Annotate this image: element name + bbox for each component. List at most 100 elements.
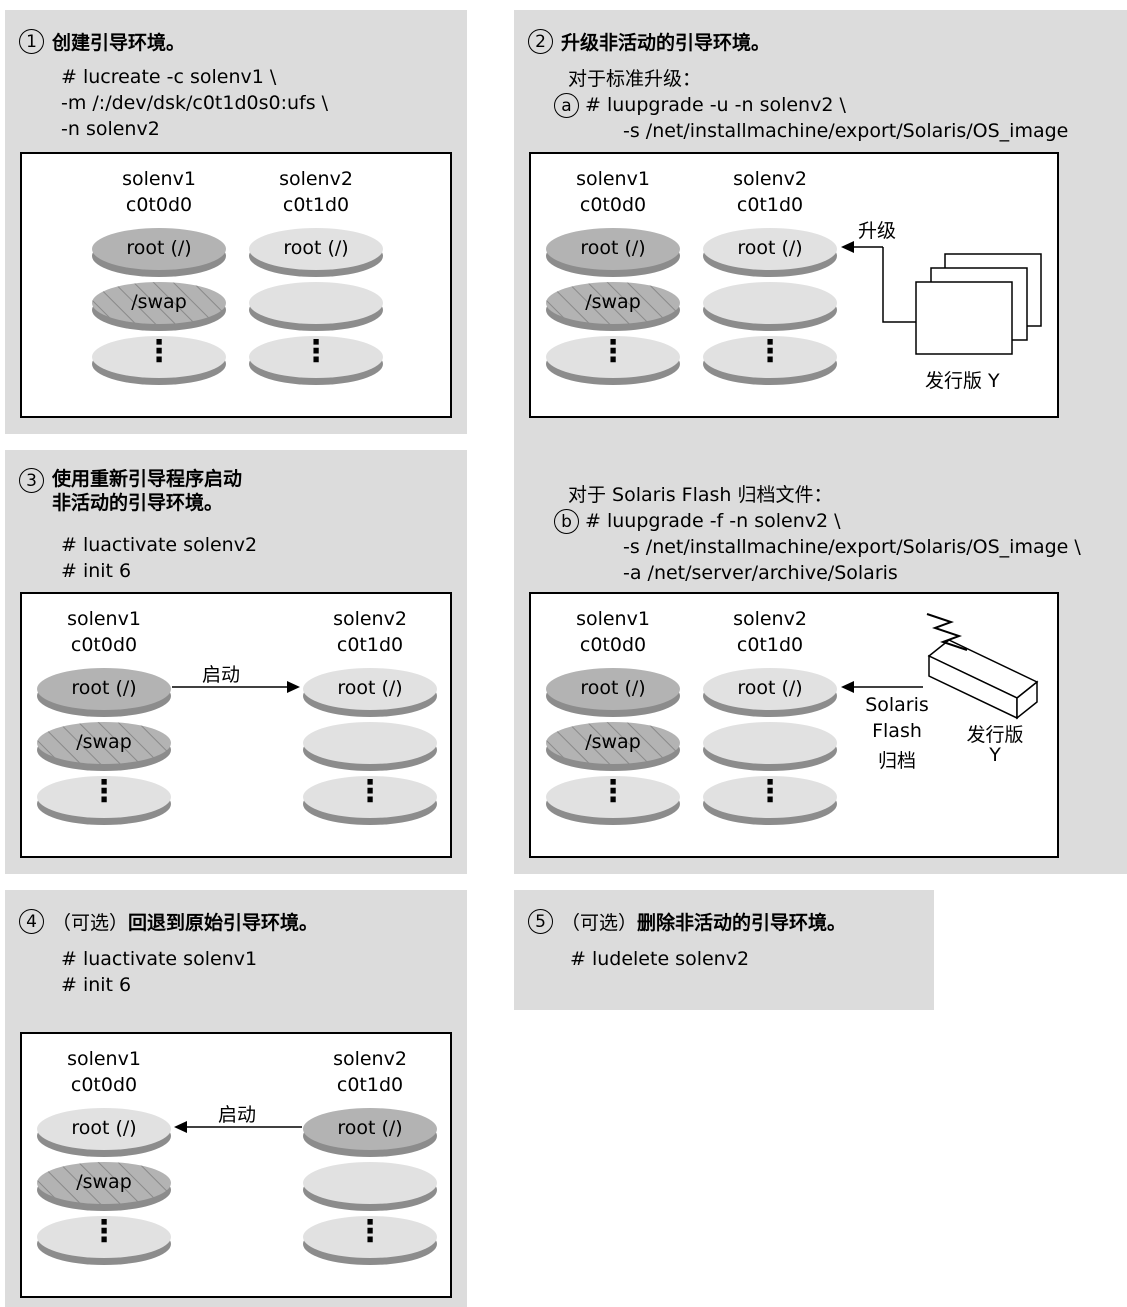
step-1-title: 1 创建引导环境。 bbox=[19, 28, 185, 55]
ellipsis-dots: ⋮ bbox=[355, 774, 385, 809]
disk-root-slice: root (/) bbox=[36, 666, 172, 720]
boot-arrow bbox=[172, 681, 300, 693]
flash-label-3: 归档 bbox=[877, 750, 916, 772]
step-title-text: 创建引导环境。 bbox=[52, 32, 186, 54]
env2-disk: c0t1d0 bbox=[736, 634, 804, 656]
env1-name: solenv1 bbox=[67, 1048, 141, 1070]
env2-name: solenv2 bbox=[333, 608, 407, 630]
ellipsis-dots: ⋮ bbox=[755, 334, 785, 369]
ellipsis-dots: ⋮ bbox=[144, 334, 174, 369]
disk-other-slice: ⋮ bbox=[545, 774, 681, 828]
ellipsis-dots: ⋮ bbox=[89, 1214, 119, 1249]
fallback-arrow bbox=[174, 1121, 302, 1133]
disk-swap-slice bbox=[702, 720, 838, 774]
swap-label: /swap bbox=[585, 731, 641, 753]
disk-root-slice: root (/) bbox=[702, 666, 838, 720]
command-block: # luactivate solenv1 # init 6 bbox=[61, 946, 257, 998]
env1-name: solenv1 bbox=[67, 608, 141, 630]
disk-swap-slice bbox=[702, 280, 838, 334]
command-block: # ludelete solenv2 bbox=[570, 946, 749, 972]
release-label-2: Y bbox=[989, 744, 1001, 766]
command-line: # ludelete solenv2 bbox=[570, 948, 750, 970]
root-label: root (/) bbox=[283, 237, 349, 259]
root-label: root (/) bbox=[126, 237, 192, 259]
disk-other-slice: ⋮ bbox=[248, 334, 384, 388]
fallback-diagram: solenv1 c0t0d0 solenv2 c0t1d0 root (/)/s… bbox=[20, 1032, 452, 1298]
disk-other-slice: ⋮ bbox=[36, 774, 172, 828]
ellipsis-dots: ⋮ bbox=[755, 774, 785, 809]
disk-other-slice: ⋮ bbox=[545, 334, 681, 388]
disk-root-slice: root (/) bbox=[545, 666, 681, 720]
step-title-text: 升级非活动的引导环境。 bbox=[561, 32, 771, 54]
ellipsis-dots: ⋮ bbox=[301, 334, 331, 369]
command-line: -n solenv2 bbox=[61, 118, 160, 140]
disk-swap-slice: /swap bbox=[545, 280, 681, 334]
env2-disk: c0t1d0 bbox=[336, 634, 404, 656]
root-label: root (/) bbox=[71, 677, 137, 699]
env1-disk: c0t0d0 bbox=[70, 634, 138, 656]
env1-name: solenv1 bbox=[576, 608, 650, 630]
root-label: root (/) bbox=[337, 1117, 403, 1139]
disk-other-slice: ⋮ bbox=[91, 334, 227, 388]
release-label-1: 发行版 bbox=[966, 724, 1024, 746]
upgrade-arrow bbox=[841, 241, 1042, 355]
command-line: -s /net/installmachine/export/Solaris/OS… bbox=[623, 120, 1069, 142]
command-line: # luactivate solenv2 bbox=[61, 534, 258, 556]
step-4-title: 4 （可选） 回退到原始引导环境。 bbox=[19, 908, 318, 935]
disk-stack-env1: root (/) /swap ⋮ bbox=[91, 226, 227, 406]
release-label: 发行版 Y bbox=[925, 370, 1000, 392]
swap-label: /swap bbox=[131, 291, 187, 313]
command-block-a: a # luupgrade -u -n solenv2 \ -s /net/ins… bbox=[554, 92, 1068, 144]
panel-step-4: 4 （可选） 回退到原始引导环境。 # luactivate solenv1 #… bbox=[5, 890, 467, 1307]
command-line: -m /:/dev/dsk/c0t1d0s0:ufs \ bbox=[61, 92, 329, 114]
disk-stack-env2: root (/) ⋮ bbox=[248, 226, 384, 406]
step-title-text: 删除非活动的引导环境。 bbox=[637, 912, 847, 934]
swap-label: /swap bbox=[76, 1171, 132, 1193]
env1-name: solenv1 bbox=[122, 168, 196, 190]
option-a-badge: a bbox=[554, 93, 579, 118]
root-label: root (/) bbox=[737, 237, 803, 259]
step-number-badge: 1 bbox=[19, 29, 44, 54]
disk-swap-slice bbox=[302, 1160, 438, 1214]
panel-step-3: 3 使用重新引导程序启动 非活动的引导环境。 # luactivate sole… bbox=[5, 450, 467, 874]
env2-name: solenv2 bbox=[733, 608, 807, 630]
env1-disk: c0t0d0 bbox=[70, 1074, 138, 1096]
command-line: -a /net/server/archive/Solaris bbox=[623, 562, 898, 584]
root-label: root (/) bbox=[580, 677, 646, 699]
swap-label: /swap bbox=[585, 291, 641, 313]
disk-other-slice: ⋮ bbox=[302, 774, 438, 828]
step-2-title: 2 升级非活动的引导环境。 bbox=[528, 28, 770, 55]
disk-other-slice: ⋮ bbox=[302, 1214, 438, 1268]
command-line: # init 6 bbox=[61, 974, 132, 996]
boot-label: 启动 bbox=[218, 1104, 257, 1126]
panel-step-2: 2 升级非活动的引导环境。 对于标准升级： a# luupgrade -u -n… bbox=[514, 10, 1127, 874]
command-line: -s /net/installmachine/export/Solaris/OS… bbox=[623, 536, 1081, 558]
disk-other-slice: ⋮ bbox=[702, 774, 838, 828]
step-number-badge: 5 bbox=[528, 909, 553, 934]
root-label: root (/) bbox=[71, 1117, 137, 1139]
flash-label-2: Flash bbox=[872, 720, 922, 742]
env2-name: solenv2 bbox=[733, 168, 807, 190]
command-line: # luupgrade -u -n solenv2 \ bbox=[585, 94, 846, 116]
panel-step-5: 5 （可选） 删除非活动的引导环境。 # ludelete solenv2 bbox=[514, 890, 934, 1010]
disk-swap-slice: /swap bbox=[36, 720, 172, 774]
env1-disk: c0t0d0 bbox=[579, 634, 647, 656]
swap-label: /swap bbox=[76, 731, 132, 753]
step-number-badge: 3 bbox=[19, 468, 44, 493]
env2-disk: c0t1d0 bbox=[336, 1074, 404, 1096]
flash-label-1: Solaris bbox=[865, 694, 929, 716]
upgrade-diagram: solenv1 c0t0d0 solenv2 c0t1d0 root (/)/s… bbox=[529, 152, 1059, 418]
disk-diagram: solenv1 c0t0d0 solenv2 c0t1d0 root (/)/s… bbox=[20, 152, 452, 418]
step-number-badge: 2 bbox=[528, 29, 553, 54]
env1-name: solenv1 bbox=[576, 168, 650, 190]
disk-stack-env2: root (/)⋮ bbox=[302, 666, 438, 846]
disk-stack-env2: root (/) ⋮ bbox=[702, 226, 838, 406]
root-label: root (/) bbox=[580, 237, 646, 259]
command-block: # luactivate solenv2 # init 6 bbox=[61, 532, 257, 584]
disk-swap-slice: /swap bbox=[545, 720, 681, 774]
command-line: # lucreate -c solenv1 \ bbox=[61, 66, 277, 88]
disk-swap-slice: /swap bbox=[91, 280, 227, 334]
flash-upgrade-intro: 对于 Solaris Flash 归档文件： bbox=[568, 484, 833, 506]
env2-name: solenv2 bbox=[279, 168, 353, 190]
disk-swap-slice bbox=[302, 720, 438, 774]
